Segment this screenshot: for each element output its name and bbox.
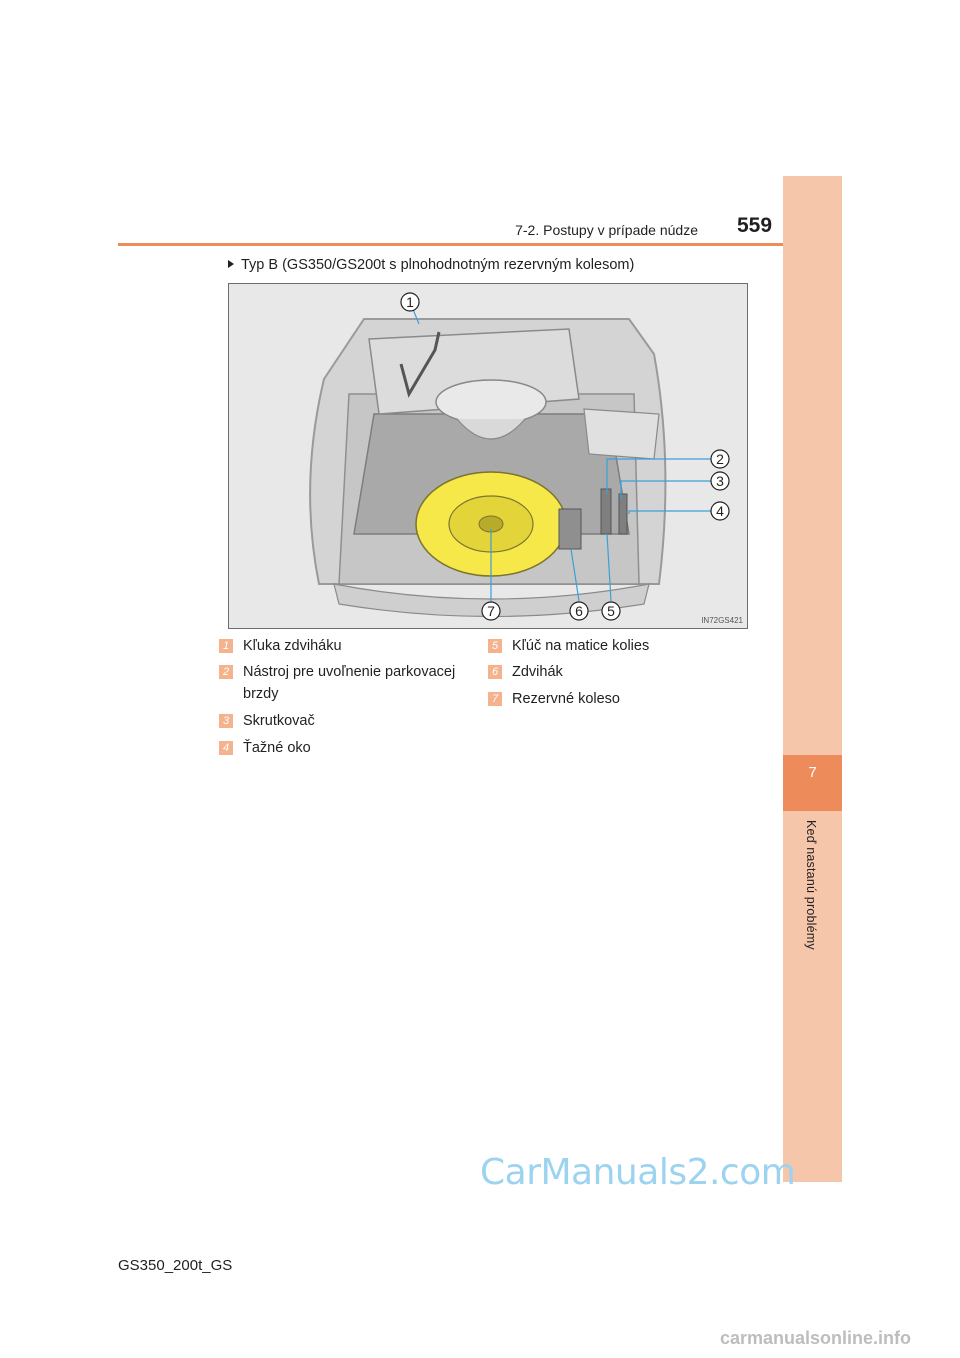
callout-2-label: 2 bbox=[716, 451, 724, 467]
legend-number-7: 7 bbox=[488, 692, 502, 706]
legend-number-3: 3 bbox=[219, 714, 233, 728]
callout-3-label: 3 bbox=[716, 473, 724, 489]
chapter-side-tab bbox=[783, 176, 842, 1182]
legend-text-1: Kľuka zdviháku bbox=[243, 638, 342, 654]
callout-5 bbox=[601, 601, 621, 621]
legend-number-4: 4 bbox=[219, 741, 233, 755]
legend-text-2-continued: brzdy bbox=[243, 686, 279, 702]
callout-1 bbox=[400, 292, 420, 312]
watermark-carmanuals2[interactable]: CarManuals2.com bbox=[480, 1152, 796, 1193]
callout-7 bbox=[481, 601, 501, 621]
chapter-number: 7 bbox=[808, 764, 817, 781]
callout-4-label: 4 bbox=[716, 503, 724, 519]
legend-number-5: 5 bbox=[488, 639, 502, 653]
figure-subtitle: Typ B (GS350/GS200t s plnohodnotným reze… bbox=[228, 257, 634, 273]
legend-text-6: Zdvihák bbox=[512, 664, 563, 680]
chapter-tab-active[interactable] bbox=[783, 755, 842, 811]
callout-1-label: 1 bbox=[406, 294, 414, 310]
footer-model-code: GS350_200t_GS bbox=[118, 1257, 233, 1274]
callout-6 bbox=[569, 601, 589, 621]
trunk-drawing: 1 2 3 4 5 6 7 bbox=[229, 284, 747, 628]
page-number: 559 bbox=[737, 214, 773, 237]
subtitle-text: Typ B (GS350/GS200t s plnohodnotným reze… bbox=[241, 257, 635, 273]
legend-number-2: 2 bbox=[219, 665, 233, 679]
legend-text-3: Skrutkovač bbox=[243, 713, 315, 729]
legend-text-7: Rezervné koleso bbox=[512, 691, 620, 707]
callout-5-label: 5 bbox=[607, 603, 615, 619]
callout-3 bbox=[710, 471, 730, 491]
header-section-title: 7-2. Postupy v prípade núdze bbox=[515, 222, 698, 238]
legend-number-6: 6 bbox=[488, 665, 502, 679]
legend-number-1: 1 bbox=[219, 639, 233, 653]
callout-6-label: 6 bbox=[575, 603, 583, 619]
legend-text-4: Ťažné oko bbox=[243, 740, 311, 756]
legend-text-2: Nástroj pre uvoľnenie parkovacej bbox=[243, 664, 456, 680]
figure-code: IN72GS421 bbox=[701, 616, 743, 625]
watermark-carmanualsonline[interactable]: carmanualsonline.info bbox=[720, 1328, 912, 1348]
header-rule bbox=[118, 243, 783, 246]
callout-4 bbox=[710, 501, 730, 521]
callout-2 bbox=[710, 449, 730, 469]
bullet-triangle-icon bbox=[228, 260, 234, 268]
legend-text-5: Kľúč na matice kolies bbox=[512, 638, 650, 654]
trunk-illustration: 1 2 3 4 5 6 7 IN72GS421 bbox=[228, 283, 748, 629]
chapter-title: Keď nastanú problémy bbox=[804, 820, 818, 950]
callout-7-label: 7 bbox=[487, 603, 495, 619]
